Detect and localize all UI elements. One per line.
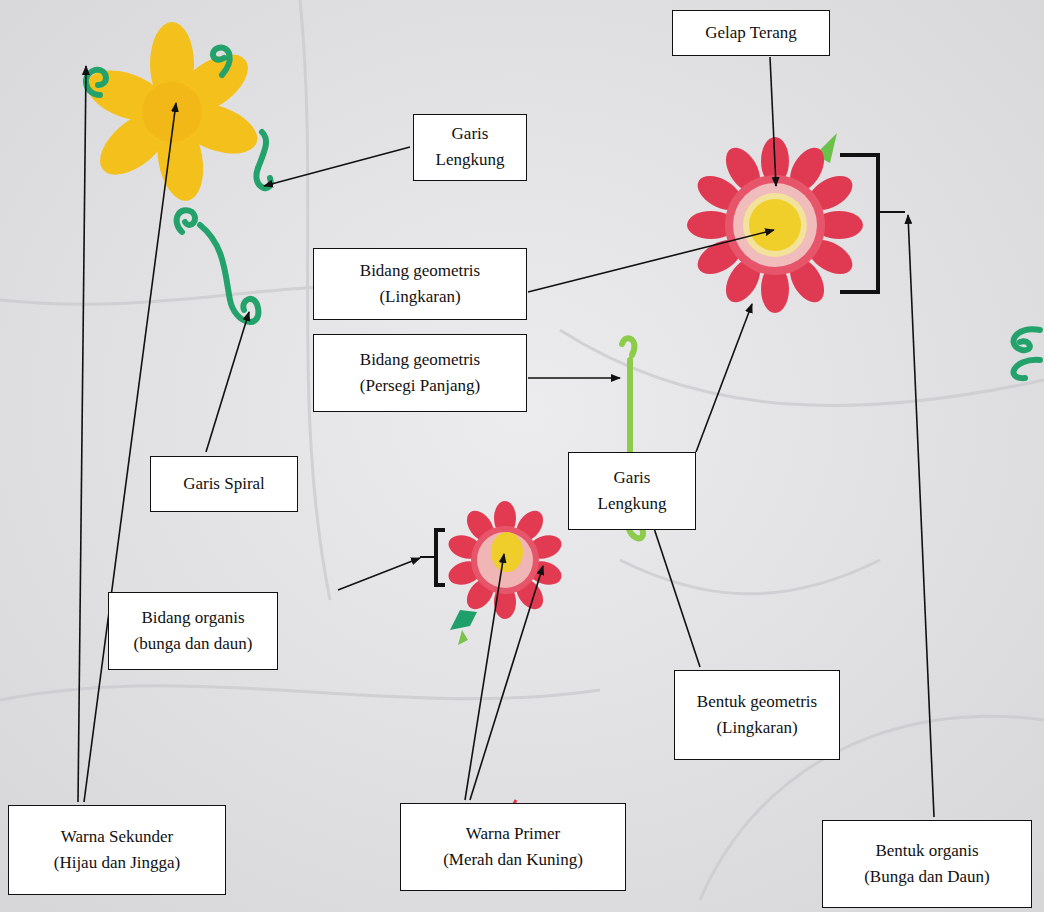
callout-text: Garis Lengkung — [424, 121, 516, 174]
callout-box: Garis Lengkung — [413, 114, 527, 181]
callout-box: Warna Sekunder (Hijau dan Jingga) — [8, 805, 226, 895]
callout-box: Warna Primer (Merah dan Kuning) — [400, 803, 626, 891]
callout-box: Garis Lengkung — [568, 452, 696, 530]
callout-text: Bidang geometris (Persegi Panjang) — [324, 347, 516, 400]
callout-text: Gelap Terang — [705, 20, 796, 46]
callout-text: Garis Lengkung — [579, 465, 685, 518]
callout-box: Bidang geometris (Lingkaran) — [313, 248, 527, 320]
callout-text: Garis Spiral — [183, 471, 265, 497]
callout-text: Bidang geometris (Lingkaran) — [324, 258, 516, 311]
callout-box: Bentuk geometris (Lingkaran) — [674, 670, 840, 760]
callout-text: Bentuk geometris (Lingkaran) — [685, 689, 829, 742]
callout-text: Bidang organis (bunga dan daun) — [119, 605, 267, 658]
callout-box: Bidang geometris (Persegi Panjang) — [313, 334, 527, 412]
callout-box: Bidang organis (bunga dan daun) — [108, 592, 278, 670]
callout-text: Warna Primer (Merah dan Kuning) — [411, 821, 615, 874]
callout-box: Gelap Terang — [672, 10, 830, 56]
callout-box: Bentuk organis (Bunga dan Daun) — [822, 820, 1032, 908]
callout-text: Warna Sekunder (Hijau dan Jingga) — [19, 824, 215, 877]
callout-text: Bentuk organis (Bunga dan Daun) — [833, 838, 1021, 891]
callout-box: Garis Spiral — [150, 456, 298, 512]
